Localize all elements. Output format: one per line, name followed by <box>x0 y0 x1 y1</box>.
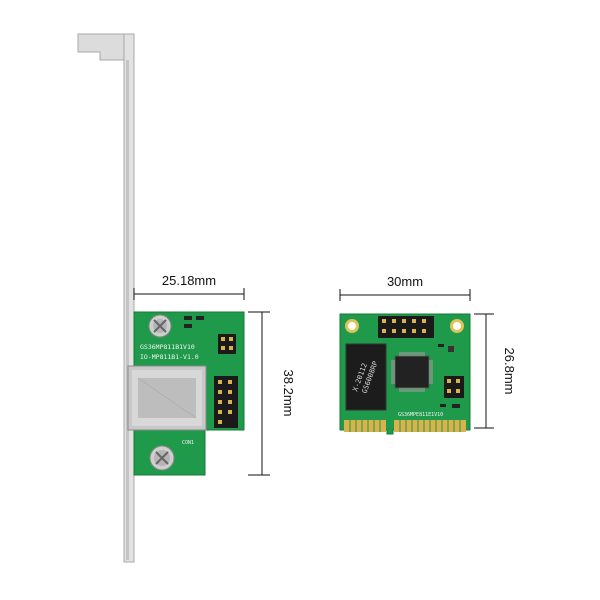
screw-top <box>148 314 172 338</box>
silk-line2: IO-MP811B1-V1.0 <box>140 353 199 361</box>
transformer-chip: X-20112 GS6008RP <box>345 343 387 411</box>
silk-con1: CON1 <box>182 440 194 446</box>
edge-connector <box>344 420 466 432</box>
dim-height-right: 26.8mm <box>474 313 517 429</box>
pin-header-long <box>214 376 238 428</box>
silk-line1: GS36MP811B1V10 <box>140 343 195 351</box>
dim-label-height-left: 38.2mm <box>281 370 296 417</box>
dim-height-left: 38.2mm <box>248 311 296 476</box>
mini-pin-header-top <box>378 316 434 338</box>
dim-width-right: 30mm <box>339 274 471 301</box>
controller-chip <box>391 352 433 392</box>
screw-bottom <box>149 445 175 471</box>
mini-silk-bottom: GS36MPE811E1V10 <box>398 412 443 418</box>
bracket-top-tab <box>77 33 131 61</box>
dim-label-width-right: 30mm <box>387 274 423 289</box>
dim-label-width-left: 25.18mm <box>162 273 216 288</box>
mini-pcie-card: X-20112 GS6008RP GS36MPE811E1V10 <box>339 274 517 435</box>
mini-pin-header-side <box>444 376 464 398</box>
dim-label-height-right: 26.8mm <box>502 348 517 395</box>
pin-header-small <box>218 334 236 354</box>
low-profile-card: GS36MP811B1V10 IO-MP811B1-V1.0 <box>77 33 296 563</box>
dim-width-left: 25.18mm <box>133 273 245 300</box>
rj45-port <box>127 365 207 431</box>
